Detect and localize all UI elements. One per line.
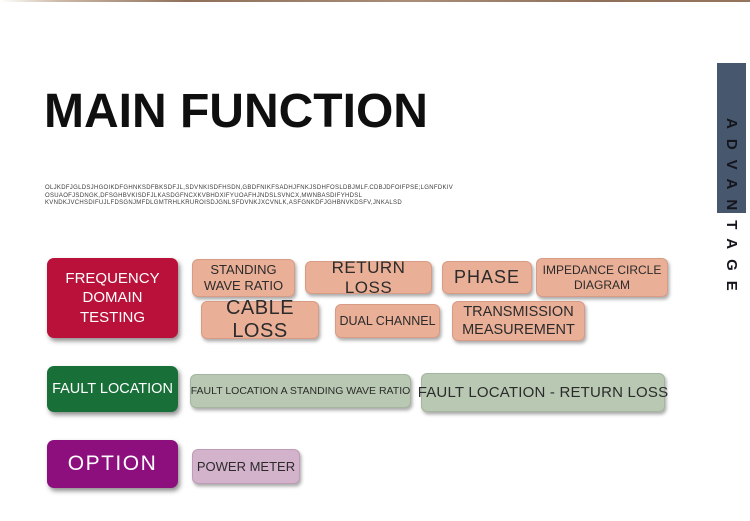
advantage-side-tab-label: ADVANTAGE (723, 118, 740, 301)
item-transmission-measurement[interactable]: TRANSMISSION MEASUREMENT (452, 301, 585, 341)
section-header-fault-location[interactable]: FAULT LOCATION (47, 366, 178, 412)
item-fault-location-standing-wave-ratio[interactable]: FAULT LOCATION A STANDING WAVE RATIO (190, 374, 411, 408)
item-return-loss[interactable]: RETURN LOSS (305, 258, 432, 297)
advantage-side-tab[interactable] (717, 63, 746, 213)
description-line: OSUAOFJSDNGK,DFSGHBVKISDFJLKASDGFNCXKVBH… (45, 192, 363, 199)
item-phase[interactable]: PHASE (442, 261, 532, 294)
item-fault-location-return-loss[interactable]: FAULT LOCATION - RETURN LOSS (418, 373, 668, 412)
top-accent-line (0, 0, 750, 2)
page-title: MAIN FUNCTION (44, 85, 428, 138)
description-line: OLJKDFJGLDSJHGOIKDFGHNKSDFBKSDFJL,SDVNKI… (45, 185, 454, 191)
item-dual-channel[interactable]: DUAL CHANNEL (335, 304, 440, 338)
section-header-frequency-domain-testing[interactable]: FREQUENCY DOMAIN TESTING (47, 258, 178, 338)
description-paragraph: OLJKDFJGLDSJHGOIKDFGHNKSDFBKSDFJL,SDVNKI… (45, 185, 453, 208)
item-impedance-circle-diagram[interactable]: IMPEDANCE CIRCLE DIAGRAM (536, 258, 668, 297)
item-power-meter[interactable]: POWER METER (192, 449, 300, 484)
section-header-option[interactable]: OPTION (47, 440, 178, 488)
description-line: KVNDKJVCHSDIFUJLFDSGNJMFDLGMTRHLKRUROISD… (45, 200, 402, 206)
item-standing-wave-ratio[interactable]: STANDING WAVE RATIO (192, 259, 295, 297)
item-cable-loss[interactable]: CABLE LOSS (201, 297, 319, 342)
